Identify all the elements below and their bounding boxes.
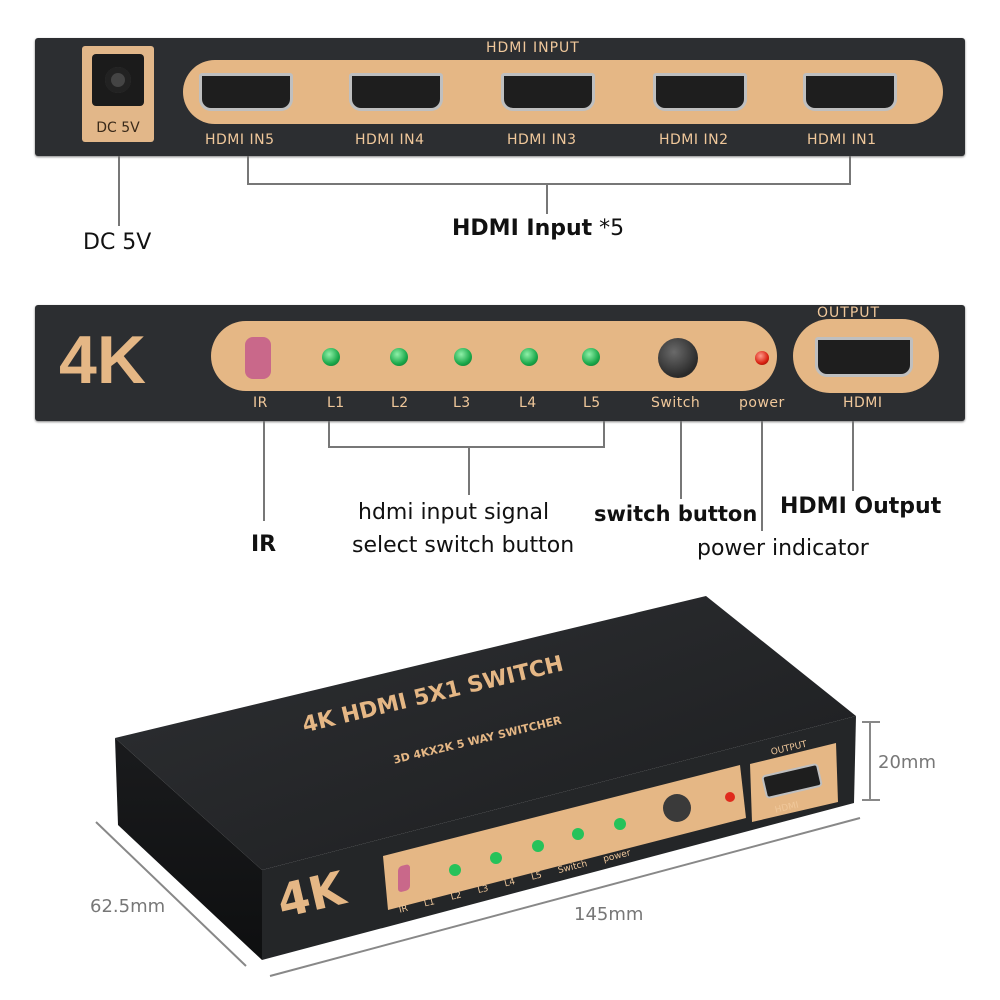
hdmi-in1-port[interactable] <box>803 73 897 111</box>
select-callout-line1: hdmi input signal <box>358 500 550 525</box>
dim-width-line <box>269 817 861 977</box>
dc-callout: DC 5V <box>83 230 152 255</box>
dc-plate-label: DC 5V <box>96 120 140 136</box>
hdmi-in4-label: HDMI IN4 <box>355 132 425 148</box>
device-led-l3 <box>532 840 544 852</box>
power-callout-line <box>761 421 763 531</box>
hdmi-in2-label: HDMI IN2 <box>659 132 729 148</box>
l2-label: L2 <box>391 395 409 411</box>
device-led-l4 <box>572 828 584 840</box>
dc-callout-line <box>118 156 120 226</box>
device-top-face <box>115 596 856 870</box>
led-l1 <box>322 348 340 366</box>
hdmi-input-bracket-left <box>247 156 249 184</box>
dim-width-label: 145mm <box>574 904 644 925</box>
hdmi-input-callout-count: *5 <box>592 216 625 241</box>
hdmi-in3-port[interactable] <box>501 73 595 111</box>
switch-callout-line <box>680 421 682 499</box>
select-bracket-stem <box>468 447 470 495</box>
output-header: OUTPUT <box>817 305 881 321</box>
device-led-l2 <box>490 852 502 864</box>
device-hdmi-output-port <box>761 763 823 799</box>
device-switch-button <box>663 794 691 822</box>
hdmi-in2-port[interactable] <box>653 73 747 111</box>
led-l5 <box>582 348 600 366</box>
hdmi-output-label: HDMI <box>843 395 883 411</box>
hdmi-input-callout: HDMI Input *5 <box>452 216 624 241</box>
l4-label: L4 <box>519 395 537 411</box>
switch-button-callout: switch button <box>594 502 758 526</box>
led-l2 <box>390 348 408 366</box>
dc-jack-socket <box>92 54 144 106</box>
ir-callout: IR <box>251 532 277 557</box>
power-label: power <box>739 395 785 411</box>
select-callout-line2: select switch button <box>352 533 575 558</box>
output-strip <box>793 319 939 393</box>
device-3d-view <box>95 596 880 977</box>
ir-label: IR <box>253 395 268 411</box>
hdmi-in5-label: HDMI IN5 <box>205 132 275 148</box>
dim-depth-label: 62.5mm <box>90 896 166 917</box>
hdmi-output-port[interactable] <box>815 337 913 377</box>
input-strip <box>183 60 943 124</box>
led-l4 <box>520 348 538 366</box>
hdmi-input-callout-bold: HDMI Input <box>452 216 593 241</box>
hdmi-input-header: HDMI INPUT <box>480 40 586 56</box>
ir-window <box>245 337 271 379</box>
device-ir-label: IR <box>398 903 410 916</box>
front-panel: 4K OUTPUT IR L1 L2 L3 L4 L5 Switch power… <box>35 305 965 421</box>
device-led-l1 <box>449 864 461 876</box>
switch-button[interactable] <box>658 338 698 378</box>
hdmi-in4-port[interactable] <box>349 73 443 111</box>
device-left-face <box>115 738 262 960</box>
dim-height-label: 20mm <box>878 752 936 773</box>
hdmi-input-bracket-base <box>247 183 851 185</box>
hdmi-in5-port[interactable] <box>199 73 293 111</box>
select-bracket-right <box>603 421 605 447</box>
device-control-strip <box>383 765 746 910</box>
select-bracket-base <box>328 446 605 448</box>
l1-label: L1 <box>327 395 345 411</box>
hdmi-in1-label: HDMI IN1 <box>807 132 877 148</box>
power-led <box>755 351 769 365</box>
hdmi-input-bracket-stem <box>546 184 548 214</box>
hdmi-in3-label: HDMI IN3 <box>507 132 577 148</box>
hdmi-output-callout: HDMI Output <box>780 494 942 519</box>
dc-jack-plate: DC 5V <box>82 46 154 142</box>
device-ir-window <box>398 864 410 892</box>
ir-callout-line <box>263 421 265 521</box>
dc-jack-pin <box>105 67 131 93</box>
rear-panel: DC 5V HDMI INPUT HDMI IN5 HDMI IN4 HDMI … <box>35 38 965 156</box>
device-power-led <box>725 792 735 802</box>
led-l3 <box>454 348 472 366</box>
device-led-l5 <box>614 818 626 830</box>
switch-label: Switch <box>651 395 701 411</box>
dim-depth-line <box>95 821 247 967</box>
select-bracket-left <box>328 421 330 447</box>
control-strip <box>211 321 777 391</box>
l3-label: L3 <box>453 395 471 411</box>
hdmi-output-callout-line <box>852 421 854 491</box>
l5-label: L5 <box>583 395 601 411</box>
power-indicator-callout: power indicator <box>697 536 869 561</box>
front-4k-badge: 4K <box>59 322 146 398</box>
hdmi-input-bracket-right <box>849 156 851 184</box>
